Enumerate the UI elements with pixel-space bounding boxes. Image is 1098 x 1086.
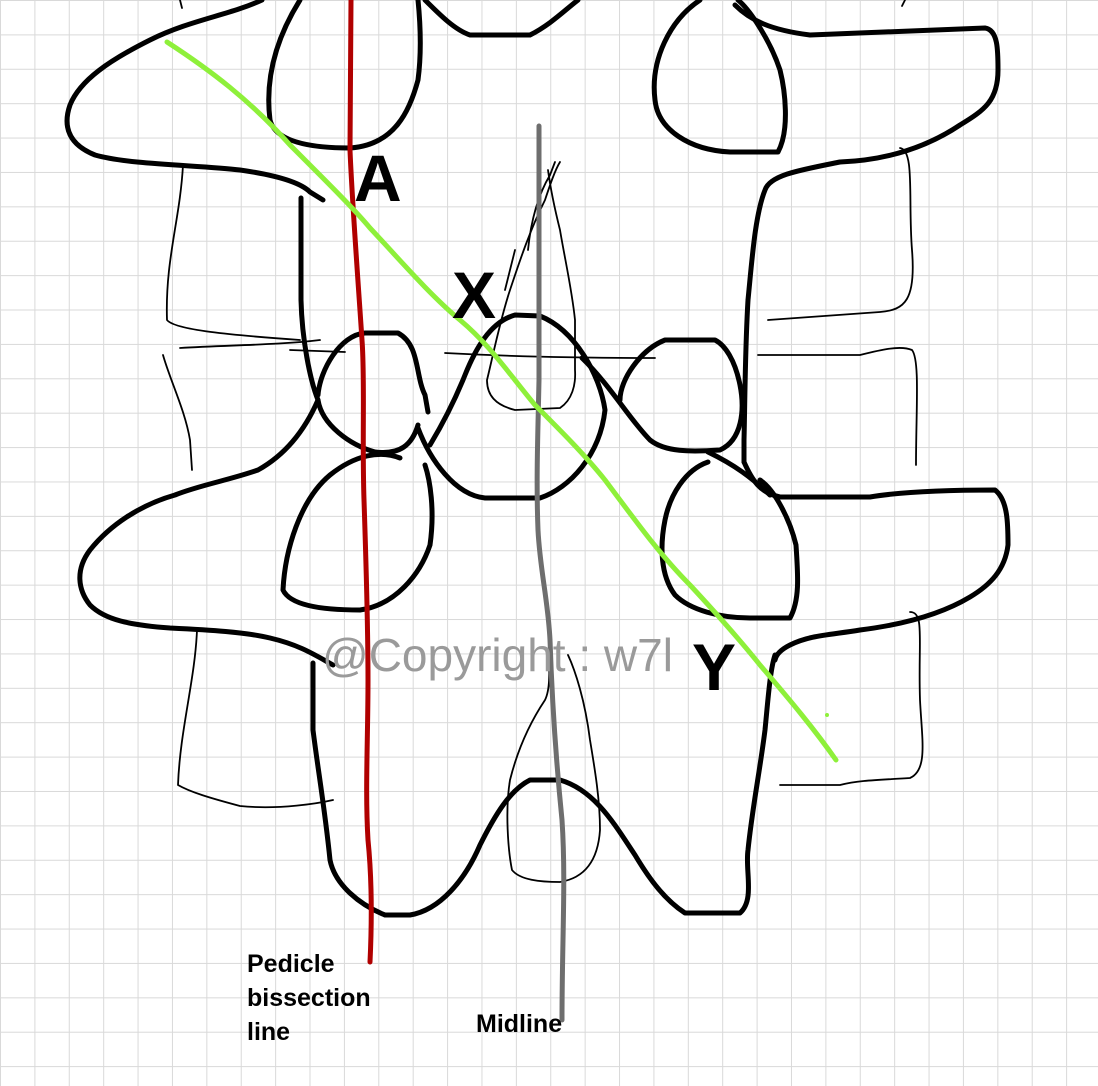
lower-left-body-edge [177,629,334,809]
midline [534,123,567,1023]
middle-joint-region [162,161,918,501]
middle-horizontal-line-center [444,352,656,359]
left-facet-lower [315,397,421,456]
upper-right-transverse-process [732,2,1001,465]
lower-right-body-edge [779,611,924,786]
right-facet [579,337,745,454]
middle-horizontal-line-right [757,347,918,466]
upper-right-vertebra [651,0,1001,465]
pedicle-line-caption-line-3: line [247,1018,291,1046]
point-y-label: Y [692,630,736,704]
left-lamina-edge-lower [310,652,778,918]
pedicle-line-caption-line-1: Pedicle [247,950,335,978]
point-a-label: A [354,141,402,215]
upper-right-small-mark [901,0,906,7]
midline-caption: Midline [476,1010,563,1038]
pedicle-line-caption: Pedicle bissection line [247,947,371,1049]
middle-horizontal-line-left [179,339,346,353]
left-lamina-edge-upper [298,195,321,403]
upper-right-pedicle [651,0,788,155]
copyright-watermark: @Copyright : w7l [322,629,673,681]
lower-right-vertebra [659,437,1011,786]
upper-left-vertebra [64,0,581,341]
upper-center-process [422,0,581,38]
diagonal-line [164,39,839,763]
lower-right-transverse-process [741,437,1011,663]
left-facet-upper [315,330,431,415]
point-x-label: X [452,258,496,332]
center-spinous-process [415,312,608,501]
lower-left-transverse-process [77,397,336,668]
center-spinous-inner [486,161,577,411]
center-spinous-left-line-2 [504,249,516,291]
upper-left-transverse-process [64,0,326,203]
left-body-line-middle [162,354,193,471]
upper-left-pedicle [266,0,423,151]
upper-left-body-edge [165,164,301,341]
center-spinous-left-line [527,161,556,251]
lower-left-pedicle [280,451,435,613]
pedicle-line-caption-line-2: bissection [247,984,371,1012]
pedicle-bisection-line [347,0,374,965]
upper-left-small-mark [179,0,183,9]
diagonal-line-dot [825,713,829,717]
upper-right-body-edge [767,147,914,321]
lower-right-pedicle [659,459,801,621]
